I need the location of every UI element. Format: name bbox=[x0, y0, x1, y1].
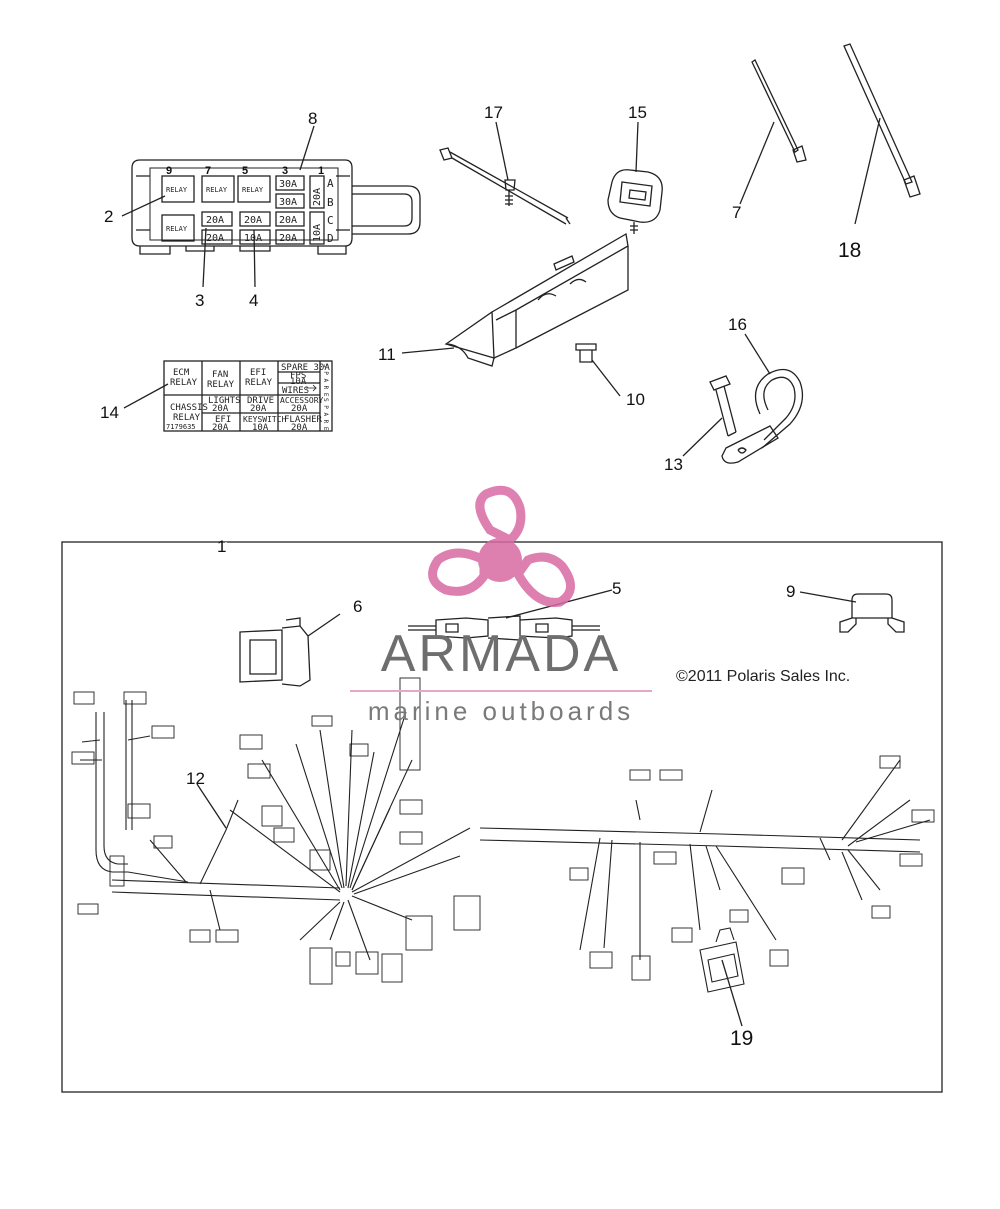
callout-3: 3 bbox=[195, 291, 205, 310]
part-15-connector-holder bbox=[607, 169, 663, 234]
part-13-bolt bbox=[709, 375, 737, 437]
decal-efi-relay: RELAY bbox=[245, 378, 273, 388]
decal-ecm-relay: RELAY bbox=[170, 378, 198, 388]
fuse-col-1: 1 bbox=[318, 165, 324, 177]
decal-flasher-rating: 20A bbox=[291, 423, 308, 433]
callout-10: 10 bbox=[626, 390, 645, 409]
decal-side-spare: S P A R E bbox=[322, 398, 329, 431]
part-5-inline-fuse bbox=[408, 615, 600, 641]
fuse-row-b: B bbox=[327, 196, 334, 209]
fuse-decal bbox=[163, 360, 333, 432]
decal-chassis-relay: RELAY bbox=[173, 413, 201, 423]
part-10-push-rivet bbox=[575, 343, 597, 363]
watermark-title: ARMADA bbox=[380, 625, 622, 683]
part-11-bracket bbox=[444, 232, 629, 367]
part-9-resistor bbox=[839, 593, 905, 633]
decal-keyswitch: KEYSWITCH bbox=[243, 415, 287, 424]
decal-accessory-rating: 20A bbox=[291, 404, 308, 414]
fuse-rating: 10A bbox=[244, 233, 262, 244]
callout-12: 12 bbox=[186, 769, 205, 788]
fuse-box bbox=[131, 159, 421, 255]
fuse-rating-vertical: 20A bbox=[312, 188, 323, 206]
callout-1: 1 bbox=[217, 537, 227, 556]
decal-part-number: 7179635 bbox=[166, 423, 196, 431]
decal-accessory: ACCESSORY bbox=[280, 396, 324, 405]
decal-lights: LIGHTS bbox=[208, 396, 241, 406]
decal-labels: ECM RELAY FAN RELAY EFI RELAY SPARE 30A … bbox=[166, 363, 330, 433]
callout-14: 14 bbox=[100, 403, 119, 422]
decal-drive: DRIVE bbox=[247, 396, 274, 406]
armada-logo-mark bbox=[428, 485, 575, 607]
callout-7: 7 bbox=[732, 203, 742, 222]
decal-drive-rating: 20A bbox=[250, 404, 267, 414]
fuse-rating: 20A bbox=[279, 233, 297, 244]
decal-efi: EFI bbox=[250, 368, 266, 378]
decal-fps: FPS bbox=[290, 371, 306, 381]
fuse-rating: 20A bbox=[279, 215, 297, 226]
decal-fan-relay: RELAY bbox=[207, 380, 235, 390]
part-6-connector bbox=[239, 617, 311, 687]
harness-connector-tags bbox=[71, 677, 935, 985]
decal-lights-rating: 20A bbox=[212, 404, 229, 414]
callout-19: 19 bbox=[730, 1027, 754, 1050]
callout-4: 4 bbox=[249, 291, 259, 310]
decal-fan: FAN bbox=[212, 370, 228, 380]
decal-fps-rating: 10A bbox=[290, 377, 307, 387]
callout-2: 2 bbox=[104, 207, 114, 226]
callout-17: 17 bbox=[484, 103, 503, 122]
callout-16: 16 bbox=[728, 315, 747, 334]
part-7-cable-tie bbox=[751, 59, 807, 163]
fuse-rating: 20A bbox=[206, 215, 224, 226]
watermark-divider bbox=[350, 690, 652, 692]
callout-13: 13 bbox=[664, 455, 683, 474]
fuse-row-c: C bbox=[327, 214, 334, 227]
callout-9: 9 bbox=[786, 582, 796, 601]
callout-11: 11 bbox=[378, 345, 396, 364]
fuse-rating-vertical: 10A bbox=[312, 224, 323, 242]
fuse-rating: 20A bbox=[244, 215, 262, 226]
fuse-rating: 20A bbox=[206, 233, 224, 244]
decal-efi-fuse: EFI bbox=[215, 415, 231, 425]
callout-5: 5 bbox=[612, 579, 622, 598]
part-18-cable-tie bbox=[843, 43, 921, 198]
decal-flasher: FLASHER bbox=[284, 415, 323, 425]
fuse-row-d: D bbox=[327, 232, 334, 245]
part-17-push-tie bbox=[439, 147, 571, 225]
decal-keyswitch-rating: 10A bbox=[252, 423, 269, 433]
callout-15: 15 bbox=[628, 103, 647, 122]
fuse-col-9: 9 bbox=[166, 165, 172, 177]
decal-spare: SPARE 30A bbox=[281, 363, 330, 373]
decal-side-spare: S P A R E bbox=[322, 364, 329, 397]
part-16-p-clamp bbox=[721, 368, 804, 464]
wire-harness bbox=[80, 700, 931, 993]
decal-chassis: CHASSIS bbox=[170, 403, 208, 413]
callout-18: 18 bbox=[838, 239, 862, 262]
fuse-rating: 30A bbox=[279, 179, 297, 190]
copyright-notice: ©2011 Polaris Sales Inc. bbox=[676, 668, 851, 685]
relay-label: RELAY bbox=[206, 186, 228, 194]
fuse-col-3: 3 bbox=[282, 165, 288, 177]
relay-label: RELAY bbox=[166, 186, 188, 194]
fuse-row-a: A bbox=[327, 177, 334, 190]
fuse-rating: 30A bbox=[279, 197, 297, 208]
relay-label: RELAY bbox=[242, 186, 264, 194]
decal-ecm: ECM bbox=[173, 368, 190, 378]
decal-efi-fuse-rating: 20A bbox=[212, 423, 229, 433]
relay-label: RELAY bbox=[166, 225, 188, 233]
callout-6: 6 bbox=[353, 597, 363, 616]
decal-wires: WIRES bbox=[282, 386, 309, 396]
fuse-col-7: 7 bbox=[205, 165, 211, 177]
watermark-subtitle: marine outboards bbox=[367, 696, 635, 726]
fuse-box-labels: 9 7 5 3 1 A B C D RELAY RELAY RELAY RELA… bbox=[166, 165, 334, 245]
callout-8: 8 bbox=[308, 109, 318, 128]
fuse-col-5: 5 bbox=[242, 165, 248, 177]
